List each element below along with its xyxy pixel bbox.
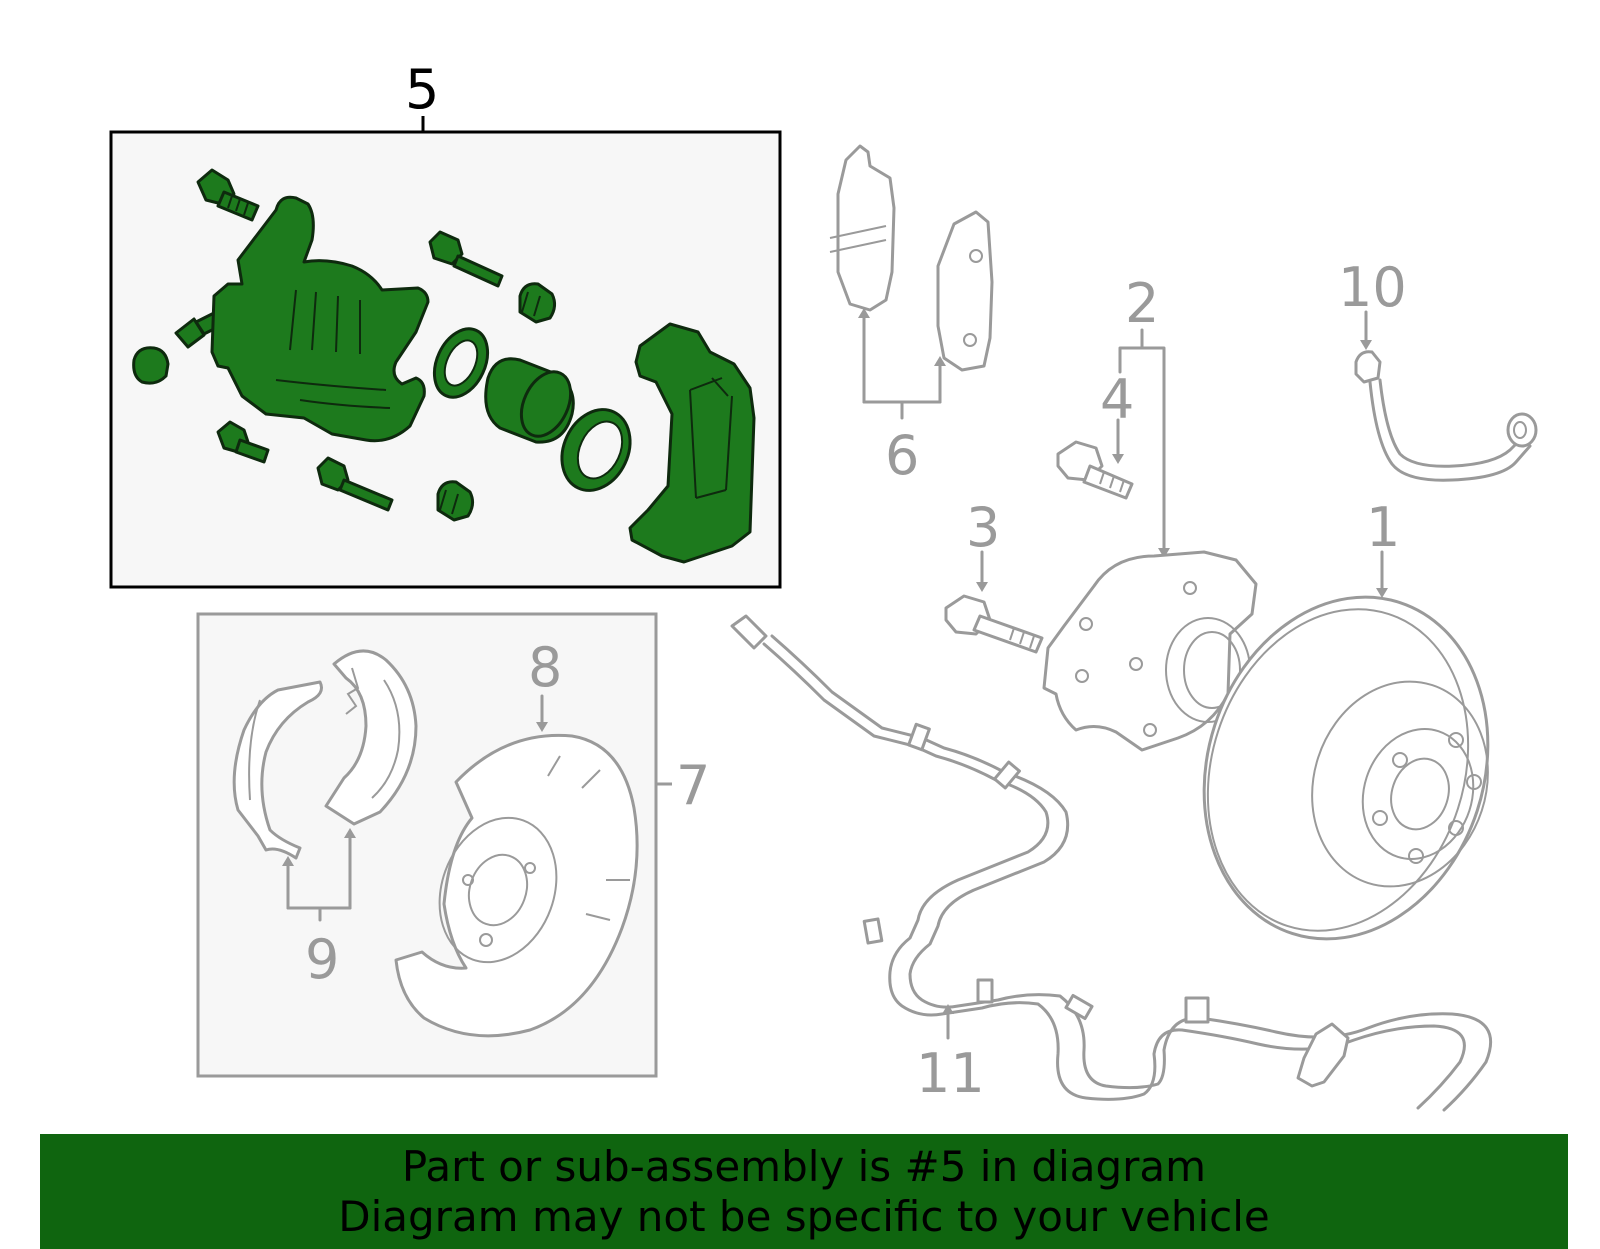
brake-rotor	[1202, 595, 1490, 941]
callout-10: 10	[1338, 256, 1407, 319]
pin-boot-top	[518, 282, 557, 324]
banner-line-1: Part or sub-assembly is #5 in diagram	[401, 1141, 1207, 1191]
piston-seal	[432, 327, 490, 399]
caliper-bracket	[628, 322, 756, 564]
abs-sensor-wire	[730, 614, 1492, 1112]
callout-5: 5	[405, 58, 439, 121]
hub-bearing	[1042, 550, 1258, 752]
caliper-bolt-top	[196, 168, 260, 222]
caliper-bolt-bottom	[216, 420, 270, 464]
callout-11: 11	[916, 1042, 985, 1105]
brake-pad-right	[936, 210, 994, 372]
brake-hose	[1354, 350, 1538, 482]
callout-9: 9	[305, 928, 339, 991]
caliper-housing	[210, 195, 430, 443]
info-banner: Part or sub-assembly is #5 in diagram Di…	[40, 1134, 1568, 1249]
brake-pad-left	[829, 144, 896, 312]
callout-1: 1	[1366, 496, 1400, 559]
banner-line-2: Diagram may not be specific to your vehi…	[338, 1191, 1270, 1241]
callout-2: 2	[1125, 272, 1159, 335]
guide-pin-top	[428, 230, 504, 288]
dust-shield	[394, 733, 639, 1038]
abs-sensor-group[interactable]: 11	[730, 614, 1492, 1112]
brake-rotor-group[interactable]: 1	[1161, 496, 1531, 976]
bolt-3	[944, 594, 1044, 654]
callout-6: 6	[885, 424, 919, 487]
hub-bolt	[1056, 440, 1134, 500]
caliper-assembly-group[interactable]: 5	[109, 58, 782, 589]
brake-hose-group[interactable]: 10	[1338, 256, 1538, 482]
callout-8: 8	[528, 636, 562, 699]
bolt-3-group[interactable]: 3	[944, 496, 1044, 654]
hub-bearing-group[interactable]: 2 4	[1042, 272, 1258, 752]
brake-pads-group[interactable]: 6	[829, 144, 994, 487]
parking-brake-shoe-left	[232, 680, 323, 860]
dust-boot	[560, 408, 632, 492]
guide-pin-bottom	[316, 456, 394, 512]
pin-boot-bottom	[436, 480, 475, 522]
callout-7: 7	[676, 754, 710, 817]
parking-brake-shoe-right	[324, 649, 418, 826]
bleeder-cap	[132, 346, 170, 385]
callout-3: 3	[966, 496, 1000, 559]
caliper-piston	[484, 357, 575, 444]
backing-plate-group[interactable]: 7 9 8	[196, 612, 710, 1078]
